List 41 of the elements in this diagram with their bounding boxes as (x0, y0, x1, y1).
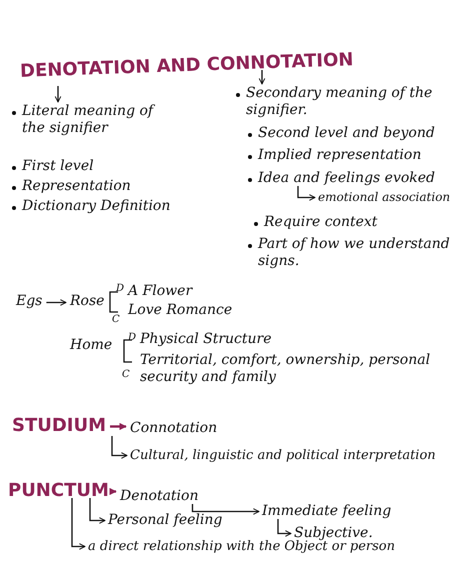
note-text: Subjective. (294, 525, 373, 542)
arrow (111, 436, 128, 459)
note-text: emotional association (318, 189, 450, 206)
note-text: A Flower (128, 283, 192, 300)
arrow (277, 519, 292, 537)
heading-text: STUDIUM (12, 417, 106, 434)
note-text: Territorial, comfort, ownership, personal security and family (140, 352, 432, 386)
arrow (110, 488, 117, 496)
note-text: Require context (264, 214, 378, 231)
note-text: Physical Structure (140, 331, 272, 348)
note-text: Personal feeling (108, 512, 222, 529)
arrow (54, 86, 62, 102)
note-text: Egs (16, 293, 42, 310)
note-text: Immediate feeling (262, 503, 392, 520)
note-text: Second level and beyond (258, 125, 435, 142)
note-text: First level (22, 158, 94, 175)
note-text: Literal meaning of the signifier (22, 103, 162, 137)
note-text: Dictionary Definition (22, 198, 170, 215)
note-text: Representation (22, 178, 131, 195)
bracket-letter: C (122, 368, 130, 382)
note-text: Love Romance (128, 302, 232, 319)
heading-text: PUNCTUM (8, 482, 109, 499)
bracket-letter: D (116, 282, 124, 296)
note-text: Idea and feelings evoked (258, 170, 458, 187)
note-text: Home (70, 337, 112, 354)
note-text: Part of how we understand signs. (258, 236, 451, 270)
arrow (192, 504, 260, 515)
title: DENOTATION AND CONNOTATION (20, 48, 354, 84)
arrow (258, 70, 266, 84)
note-text: Implied representation (258, 147, 422, 164)
note-text: Denotation (120, 488, 198, 505)
note-text: Cultural, linguistic and political interpretation (130, 447, 470, 464)
arrow (89, 498, 106, 524)
arrow (110, 422, 127, 430)
arrow (71, 498, 86, 550)
arrow (46, 299, 66, 306)
note-text: Connotation (130, 420, 218, 437)
note-text: Rose (70, 293, 104, 310)
bracket-letter: C (112, 313, 120, 327)
note-text: Secondary meaning of the signifier. (246, 85, 466, 119)
arrow (297, 186, 316, 201)
